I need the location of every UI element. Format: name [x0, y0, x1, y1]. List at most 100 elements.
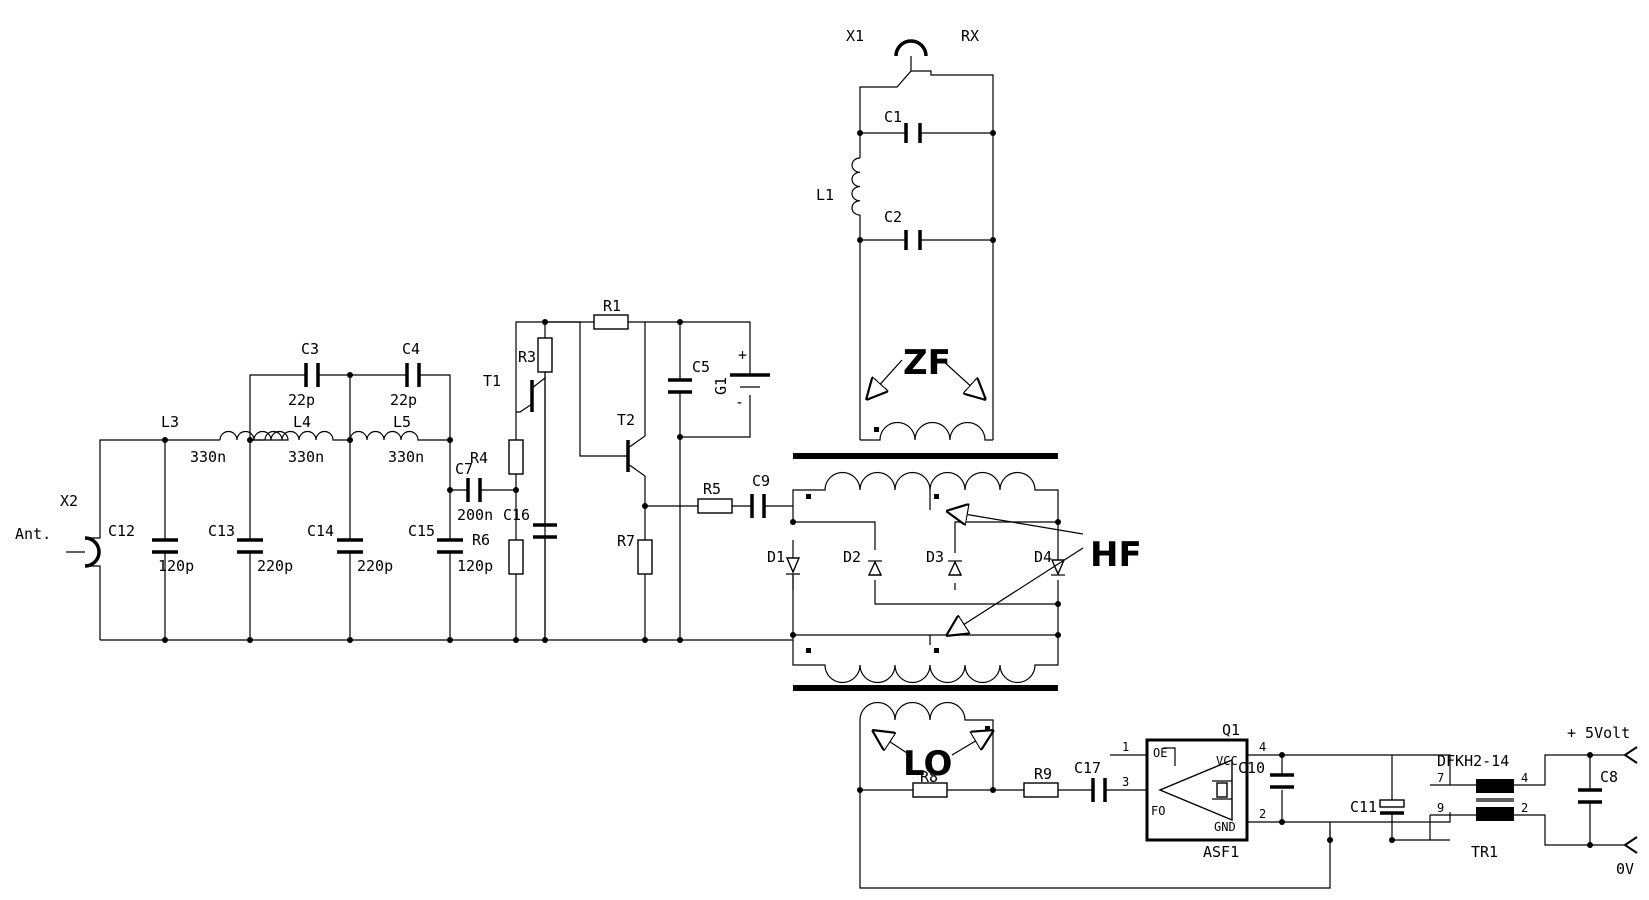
t2-transistor	[626, 322, 646, 540]
hf-port-label: HF	[1090, 535, 1142, 575]
lo-circuit	[857, 701, 1638, 889]
l4-label: L4	[293, 413, 311, 431]
gnd-pin-label: GND	[1214, 820, 1236, 834]
d3-label: D3	[926, 548, 944, 566]
c5-capacitor	[668, 378, 692, 394]
r5-label: R5	[703, 480, 721, 498]
pin-2-number: 2	[1259, 807, 1266, 821]
c8-capacitor	[1578, 788, 1602, 804]
labels: X1 RX C1 L1 C2 ZF HF LO D1 D2 D3 D4 R1 R…	[15, 27, 1634, 878]
d1-label: D1	[767, 548, 785, 566]
r6-resistor	[508, 539, 524, 575]
pin-3-number: 3	[1122, 775, 1129, 789]
c3-capacitor	[304, 363, 320, 387]
t1-transistor	[516, 377, 546, 413]
r7-resistor	[637, 539, 653, 575]
battery-plus-label: +	[738, 346, 747, 364]
c10-label: C10	[1238, 759, 1265, 777]
tr1-label: TR1	[1471, 843, 1498, 861]
c15-capacitor	[437, 538, 463, 554]
c9-capacitor	[750, 494, 766, 518]
c17-label: C17	[1074, 759, 1101, 777]
l3-value: 330n	[190, 448, 226, 466]
c8-label: C8	[1600, 768, 1618, 786]
l5-label: L5	[393, 413, 411, 431]
asf1-oscillator	[1110, 738, 1282, 842]
l1-label: L1	[816, 186, 834, 204]
c15-label: C15	[408, 522, 435, 540]
c1-label: C1	[884, 108, 902, 126]
r7-label: R7	[617, 532, 635, 550]
d1-diode	[785, 540, 801, 590]
lo-port-label: LO	[903, 744, 952, 784]
input-filter	[66, 363, 793, 643]
if-output-winding	[860, 421, 993, 441]
r4-label: R4	[470, 449, 488, 467]
lo-input-winding	[859, 701, 994, 790]
r3-label: R3	[518, 348, 536, 366]
r1-label: R1	[603, 297, 621, 315]
c5-label: C5	[692, 358, 710, 376]
c14-capacitor	[337, 538, 363, 554]
x2-connector	[66, 439, 165, 640]
x1-connector	[859, 39, 994, 133]
zf-port-label: ZF	[903, 343, 951, 383]
choke-pin-4: 4	[1521, 771, 1528, 785]
c4-label: C4	[402, 340, 420, 358]
d3-diode	[947, 560, 963, 576]
t1-label: T1	[483, 372, 501, 390]
g1-battery	[730, 373, 770, 388]
ant-label: Ant.	[15, 525, 51, 543]
c15-value: 120p	[457, 557, 493, 575]
c13-capacitor	[237, 538, 263, 554]
d2-label: D2	[843, 548, 861, 566]
rx-label: RX	[961, 27, 979, 45]
pin-1-number: 1	[1122, 740, 1129, 754]
r8-label: R8	[920, 768, 938, 786]
r3-resistor	[537, 337, 553, 373]
c12-value: 120p	[158, 557, 194, 575]
choke-pin-9: 9	[1437, 801, 1444, 815]
c17-capacitor	[1091, 778, 1107, 802]
tr1-choke	[1476, 779, 1514, 821]
c12-capacitor	[152, 538, 178, 554]
c13-label: C13	[208, 522, 235, 540]
q1-label: Q1	[1222, 721, 1240, 739]
supply-plus-label: + 5Volt	[1567, 724, 1630, 742]
c11-label: C11	[1350, 798, 1377, 816]
pin-4-number: 4	[1259, 740, 1266, 754]
c7-value: 200n	[457, 506, 493, 524]
x2-label: X2	[60, 492, 78, 510]
c4-value: 22p	[390, 391, 417, 409]
asf1-label: ASF1	[1203, 843, 1239, 861]
if-tank-circuit	[851, 39, 996, 441]
supply-ground-label: 0V	[1616, 860, 1634, 878]
c13-value: 220p	[257, 557, 293, 575]
c16-capacitor	[533, 523, 557, 539]
choke-pin-2: 2	[1521, 801, 1528, 815]
r1-resistor	[593, 314, 629, 330]
c16-label: C16	[503, 506, 530, 524]
r8-resistor	[912, 782, 948, 798]
l3-label: L3	[161, 413, 179, 431]
c3-label: C3	[301, 340, 319, 358]
supply-ground-terminal-icon	[1623, 836, 1638, 854]
r5-resistor	[697, 498, 733, 514]
g1-label: G1	[712, 377, 730, 395]
fo-pin-label: FO	[1151, 804, 1165, 818]
d4-diode	[1050, 559, 1066, 576]
port-arrows	[866, 359, 1084, 756]
c12-label: C12	[108, 522, 135, 540]
rf-preamp	[447, 314, 793, 640]
c4-capacitor	[405, 363, 421, 387]
l4-value: 330n	[288, 448, 324, 466]
dfkh2-14-label: DFKH2-14	[1437, 752, 1509, 770]
r4-resistor	[508, 439, 524, 475]
battery-minus-label: -	[735, 393, 744, 411]
c2-capacitor	[904, 230, 922, 250]
c11-capacitor	[1379, 799, 1405, 815]
d4-label: D4	[1034, 548, 1052, 566]
choke-pin-7: 7	[1437, 771, 1444, 785]
c3-value: 22p	[288, 391, 315, 409]
